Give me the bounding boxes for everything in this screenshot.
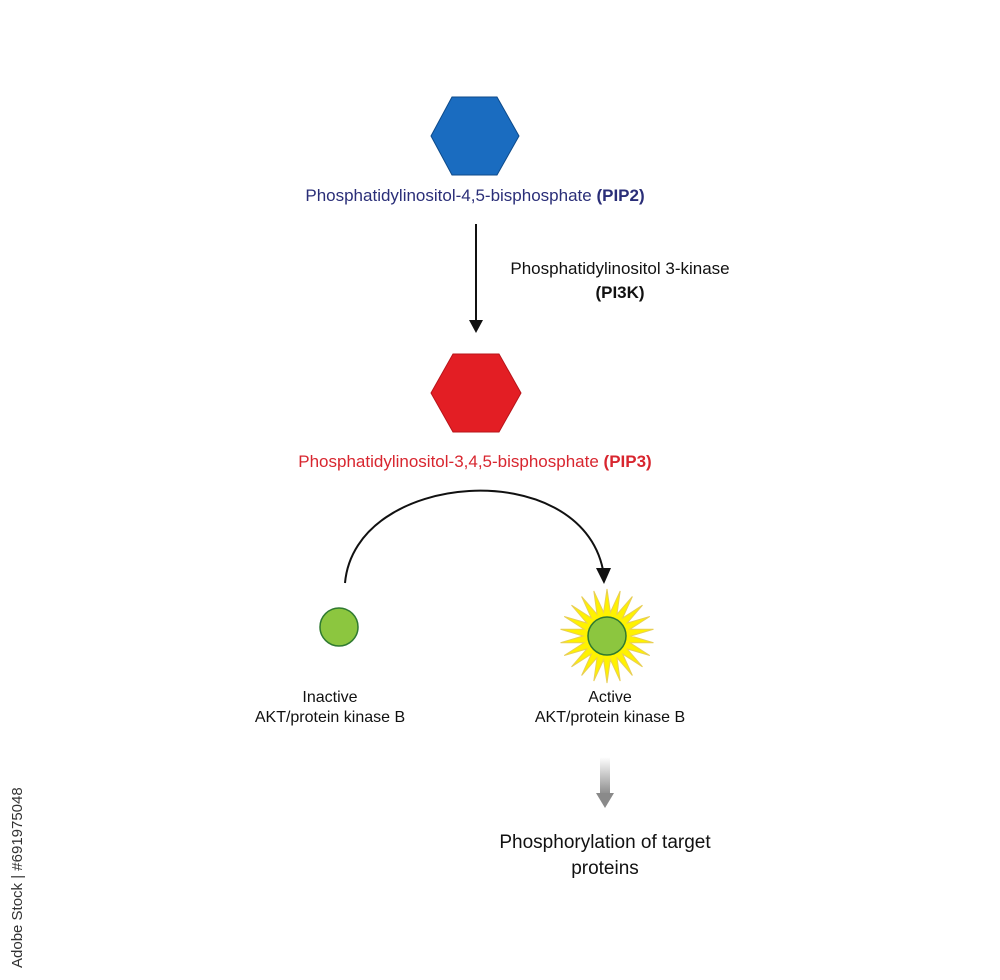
pip3-hexagon xyxy=(430,353,522,433)
enzyme-abbr: (PI3K) xyxy=(595,283,645,302)
inactive-akt-state: Inactive xyxy=(302,689,358,706)
downstream-arrow xyxy=(596,757,614,808)
pip3-abbr: (PIP3) xyxy=(603,452,652,471)
stock-watermark: Adobe Stock | #691975048 xyxy=(6,740,32,970)
active-akt-circle xyxy=(587,616,627,656)
pip3-name: Phosphatidylinositol-3,4,5-bisphosphate xyxy=(298,452,599,471)
outcome-line2: proteins xyxy=(571,858,639,879)
active-akt-state: Active xyxy=(588,689,632,706)
outcome-line1: Phosphorylation of target xyxy=(499,832,711,853)
pip2-label: Phosphatidylinositol-4,5-bisphosphate (P… xyxy=(200,186,750,206)
activation-arrow xyxy=(344,489,611,584)
outcome-label: Phosphorylation of target proteins xyxy=(420,830,790,882)
active-akt-name: AKT/protein kinase B xyxy=(534,709,686,726)
inactive-akt-name: AKT/protein kinase B xyxy=(254,709,406,726)
pip2-name: Phosphatidylinositol-4,5-bisphosphate xyxy=(305,186,592,205)
pip2-abbr: (PIP2) xyxy=(596,186,645,205)
inactive-akt-circle xyxy=(319,607,359,647)
watermark-text: Adobe Stock | #691975048 xyxy=(9,787,26,968)
pip2-hexagon xyxy=(430,96,520,176)
pi3k-arrow xyxy=(469,224,483,333)
pip3-label: Phosphatidylinositol-3,4,5-bisphosphate … xyxy=(200,452,750,472)
enzyme-label: Phosphatidylinositol 3-kinase (PI3K) xyxy=(470,257,770,305)
enzyme-name: Phosphatidylinositol 3-kinase xyxy=(510,259,730,278)
